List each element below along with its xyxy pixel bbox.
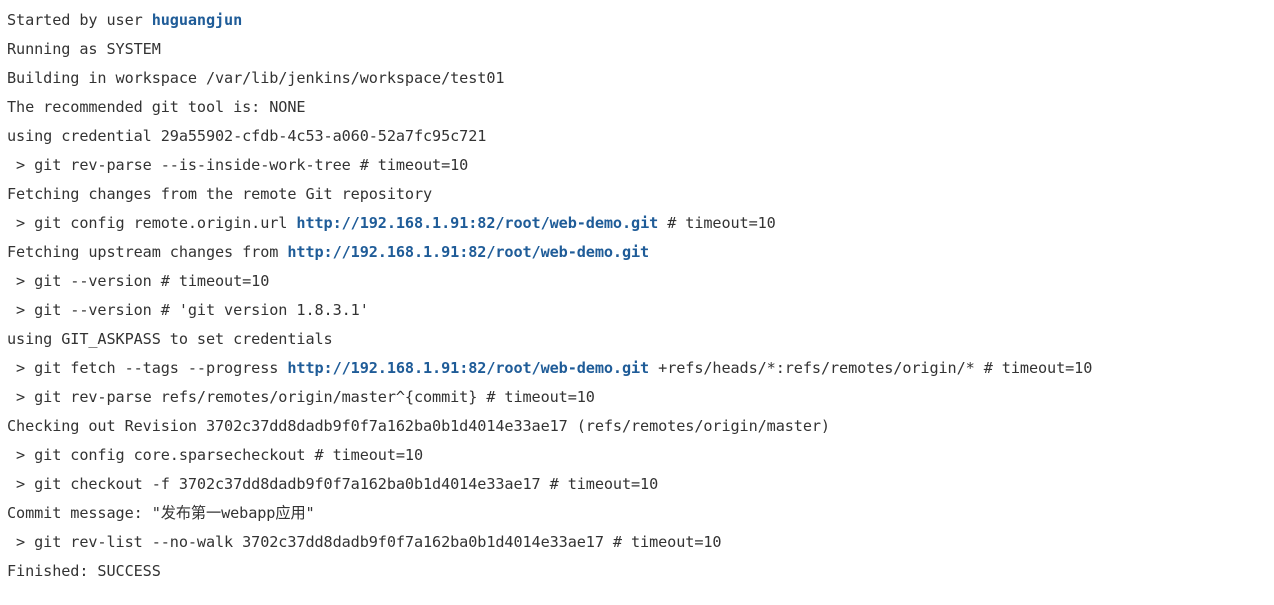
line-text: > git checkout -f 3702c37dd8dadb9f0f7a16…	[7, 475, 659, 493]
console-line: The recommended git tool is: NONE	[7, 93, 1274, 122]
console-line: Fetching changes from the remote Git rep…	[7, 180, 1274, 209]
line-suffix: +refs/heads/*:refs/remotes/origin/* # ti…	[649, 359, 1093, 377]
console-line: > git rev-list --no-walk 3702c37dd8dadb9…	[7, 528, 1274, 557]
line-text: > git --version # 'git version 1.8.3.1'	[7, 301, 369, 319]
line-text: > git config remote.origin.url	[7, 214, 297, 232]
console-line: using GIT_ASKPASS to set credentials	[7, 325, 1274, 354]
console-line: > git checkout -f 3702c37dd8dadb9f0f7a16…	[7, 470, 1274, 499]
line-text: The recommended git tool is: NONE	[7, 98, 306, 116]
repo-url-link[interactable]: http://192.168.1.91:82/root/web-demo.git	[287, 359, 650, 377]
line-text: using credential 29a55902-cfdb-4c53-a060…	[7, 127, 487, 145]
line-text: using GIT_ASKPASS to set credentials	[7, 330, 333, 348]
console-line: Fetching upstream changes from http://19…	[7, 238, 1274, 267]
console-line: > git --version # timeout=10	[7, 267, 1274, 296]
line-text: Checking out Revision 3702c37dd8dadb9f0f…	[7, 417, 830, 435]
line-text: Running as SYSTEM	[7, 40, 161, 58]
line-text: Fetching changes from the remote Git rep…	[7, 185, 433, 203]
console-line: Running as SYSTEM	[7, 35, 1274, 64]
line-text: > git rev-parse --is-inside-work-tree # …	[7, 156, 469, 174]
line-text: > git config core.sparsecheckout # timeo…	[7, 446, 424, 464]
console-line: Checking out Revision 3702c37dd8dadb9f0f…	[7, 412, 1274, 441]
console-line: Finished: SUCCESS	[7, 557, 1274, 586]
line-text: Started by user	[7, 11, 152, 29]
console-line: Commit message: "发布第一webapp应用"	[7, 499, 1274, 528]
line-text: Building in workspace /var/lib/jenkins/w…	[7, 69, 505, 87]
line-text: > git --version # timeout=10	[7, 272, 270, 290]
console-line: > git fetch --tags --progress http://192…	[7, 354, 1274, 383]
line-suffix: # timeout=10	[658, 214, 776, 232]
repo-url-link[interactable]: http://192.168.1.91:82/root/web-demo.git	[287, 243, 650, 261]
console-line: > git --version # 'git version 1.8.3.1'	[7, 296, 1274, 325]
console-line: > git config core.sparsecheckout # timeo…	[7, 441, 1274, 470]
console-line: > git config remote.origin.url http://19…	[7, 209, 1274, 238]
line-text: Commit message: "发布第一webapp应用"	[7, 504, 315, 522]
repo-url-link[interactable]: http://192.168.1.91:82/root/web-demo.git	[296, 214, 659, 232]
line-text: > git rev-parse refs/remotes/origin/mast…	[7, 388, 595, 406]
line-text: Fetching upstream changes from	[7, 243, 288, 261]
line-text: > git fetch --tags --progress	[7, 359, 288, 377]
console-line: Building in workspace /var/lib/jenkins/w…	[7, 64, 1274, 93]
finished-status: Finished: SUCCESS	[7, 562, 161, 580]
console-line: > git rev-parse --is-inside-work-tree # …	[7, 151, 1274, 180]
line-text: > git rev-list --no-walk 3702c37dd8dadb9…	[7, 533, 722, 551]
user-link[interactable]: huguangjun	[151, 11, 243, 29]
console-line: > git rev-parse refs/remotes/origin/mast…	[7, 383, 1274, 412]
console-line: using credential 29a55902-cfdb-4c53-a060…	[7, 122, 1274, 151]
console-line: Started by user huguangjun	[7, 6, 1274, 35]
